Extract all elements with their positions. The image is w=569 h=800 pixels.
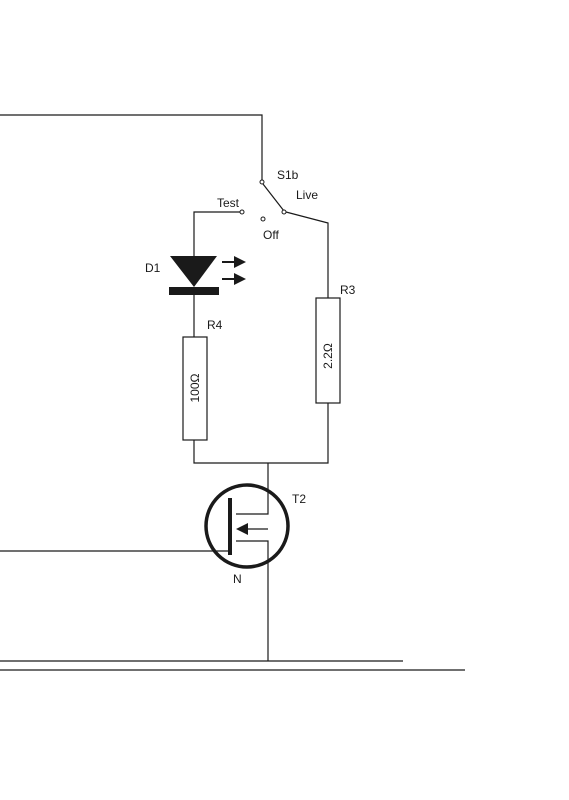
- ground-rails: [0, 660, 465, 671]
- resistor-r3: R3 2.2Ω: [315, 283, 356, 404]
- resistor-join-wire: [193, 403, 329, 483]
- live-branch-wire: [285, 211, 329, 298]
- switch-off-label: Off: [263, 228, 279, 242]
- resistor-r4-value: 100Ω: [188, 373, 202, 402]
- led-label: D1: [145, 261, 161, 275]
- switch-test-contact: [239, 209, 245, 215]
- mosfet-t2: T2 N: [0, 483, 306, 661]
- resistor-r4-label: R4: [207, 318, 223, 332]
- mosfet-channel-arrow-icon: [236, 523, 248, 535]
- switch-off-contact: [260, 216, 266, 222]
- switch-live-label: Live: [296, 188, 318, 202]
- resistor-r3-label: R3: [340, 283, 356, 297]
- light-emission-arrow-icon: [222, 256, 246, 268]
- switch-lever: [262, 183, 285, 212]
- mosfet-source-wire: [236, 540, 269, 661]
- resistor-r4: R4 100Ω: [182, 318, 223, 441]
- led-cathode-bar: [169, 287, 219, 295]
- switch-live-contact: [281, 209, 287, 215]
- mosfet-drain-wire: [236, 483, 269, 515]
- switch-common-contact: [259, 179, 265, 185]
- mosfet-type-label: N: [233, 572, 242, 586]
- mosfet-envelope: [204, 483, 290, 569]
- resistor-r4-body: [182, 336, 208, 441]
- top-wire: [0, 114, 263, 180]
- resistor-r3-body: [315, 297, 341, 404]
- switch-s1b: S1b Live Test Off: [217, 168, 318, 242]
- switch-test-label: Test: [217, 196, 240, 210]
- led-triangle: [170, 256, 217, 287]
- mosfet-label: T2: [292, 492, 306, 506]
- light-emission-arrow-icon: [222, 273, 246, 285]
- switch-label: S1b: [277, 168, 299, 182]
- test-branch-wire: [193, 211, 240, 256]
- resistor-r3-value: 2.2Ω: [321, 343, 335, 369]
- led-d1: D1: [145, 256, 246, 295]
